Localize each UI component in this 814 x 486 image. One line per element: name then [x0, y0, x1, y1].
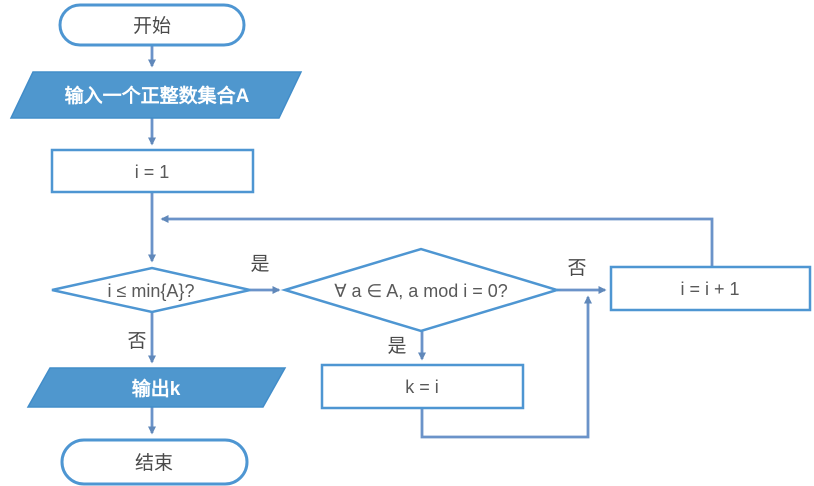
cond1-yes-label: 是: [250, 254, 269, 275]
init-process: [50, 148, 255, 194]
end-terminator: [60, 438, 249, 486]
output-label: 输出k: [132, 377, 181, 400]
start-terminator: [58, 3, 246, 47]
start-label: 开始: [133, 15, 171, 37]
edge-assign-k-to-increment: [420, 295, 592, 439]
cond2-no-label: 否: [567, 258, 586, 279]
edge-increment-loopback: [160, 215, 714, 267]
assign-k-label: k = i: [405, 377, 439, 397]
end-label: 结束: [135, 452, 173, 474]
init-label: i = 1: [135, 162, 170, 182]
cond2-yes-label: 是: [387, 336, 406, 357]
increment-process: [609, 265, 812, 312]
input-parallelogram: [9, 71, 303, 119]
assign-k-process: [320, 363, 525, 410]
increment-label: i = i + 1: [680, 279, 739, 299]
cond2-decision: [280, 247, 562, 333]
cond1-no-label: 否: [127, 331, 146, 352]
output-parallelogram: [26, 367, 287, 408]
input-label: 输入一个正整数集合A: [65, 84, 250, 107]
cond2-label: ∀ a ∈ A, a mod i = 0?: [334, 281, 508, 301]
cond1-decision: [51, 266, 251, 314]
cond1-label: i ≤ min{A}?: [108, 281, 195, 301]
